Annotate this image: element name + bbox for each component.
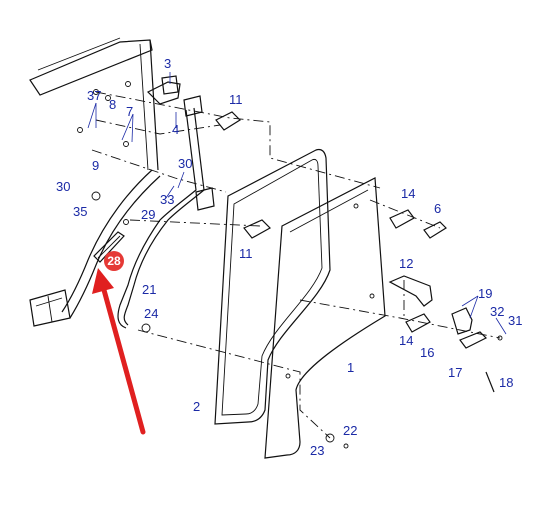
part-label-12: 12 (399, 256, 413, 271)
highlight-part-number: 28 (107, 254, 121, 268)
hinge-plate-11-lower (243, 219, 271, 239)
fasteners (77, 81, 503, 449)
part-label-2: 2 (193, 399, 200, 414)
door-frame (214, 148, 331, 425)
hinge-pad-6 (423, 221, 447, 239)
part-label-24: 24 (144, 306, 158, 321)
part-label-1: 1 (347, 360, 354, 375)
highlight-callout: 28 (104, 251, 124, 271)
latch-bracket-12 (388, 275, 433, 307)
part-label-30-upper: 30 (178, 156, 192, 171)
part-label-37: 37 (87, 88, 101, 103)
hinge-plate-11-upper (215, 111, 241, 131)
pin-18 (485, 371, 495, 393)
part-label-14-upper: 14 (401, 186, 415, 201)
part-label-11-lower: 11 (239, 246, 253, 261)
part-label-22: 22 (343, 423, 357, 438)
part-label-14-lower: 14 (399, 333, 413, 348)
leader-lines (87, 72, 507, 335)
part-label-11-upper: 11 (229, 92, 243, 107)
part-label-8: 8 (109, 97, 116, 112)
part-label-33: 33 (160, 192, 174, 207)
part-label-7: 7 (126, 104, 133, 119)
part-label-35: 35 (73, 204, 87, 219)
pointer-arrow (92, 268, 146, 435)
part-label-17: 17 (448, 365, 462, 380)
part-label-32: 32 (490, 304, 504, 319)
part-label-9: 9 (92, 158, 99, 173)
upper-hinge-bracket (146, 75, 181, 105)
part-label-29: 29 (141, 207, 155, 222)
latch-assembly-16 (451, 307, 488, 349)
gas-strut-28 (93, 231, 125, 263)
assembly-centerlines (91, 91, 501, 439)
part-label-16: 16 (420, 345, 434, 360)
part-label-4: 4 (172, 122, 179, 137)
grab-handle (117, 95, 215, 329)
part-label-3: 3 (164, 56, 171, 71)
part-label-18: 18 (499, 375, 513, 390)
hinge-plate-14-lower (405, 313, 431, 333)
part-label-31: 31 (508, 313, 522, 328)
part-label-30-left: 30 (56, 179, 70, 194)
part-label-23: 23 (310, 443, 324, 458)
part-label-19: 19 (478, 286, 492, 301)
door-glass-panel (264, 177, 386, 459)
highlight-badge (104, 251, 124, 271)
part-label-6: 6 (434, 201, 441, 216)
part-label-21: 21 (142, 282, 156, 297)
